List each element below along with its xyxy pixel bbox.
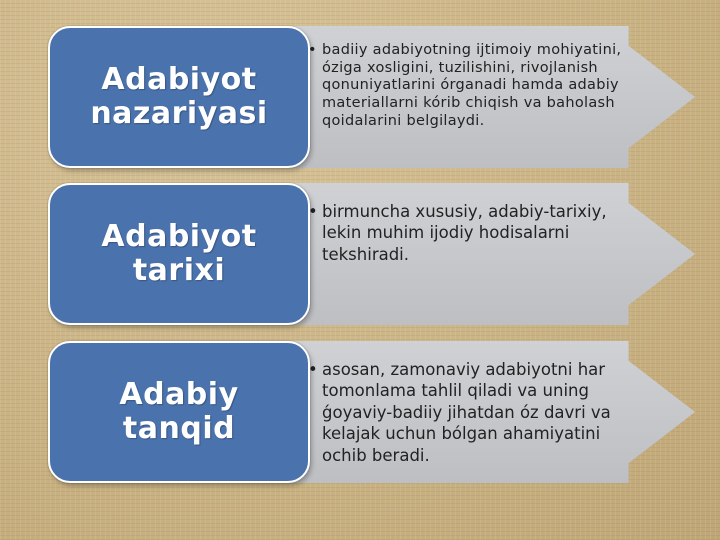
bullet-mark: • xyxy=(308,360,318,379)
row-adabiyot-tarixi: • birmuncha xususiy, adabiy-tarixiy, lek… xyxy=(0,183,720,325)
bullet-mark: • xyxy=(308,42,317,58)
bullet-mark: • xyxy=(308,202,318,221)
title-text: Adabiy tanqid xyxy=(119,377,239,446)
description-item: • birmuncha xususiy, adabiy-tarixiy, lek… xyxy=(308,201,648,265)
title-box: Adabiyot nazariyasi xyxy=(48,26,310,168)
title-box: Adabiy tanqid xyxy=(48,341,310,483)
description-item: • badiiy adabiyotning ijtimoiy mohiyatin… xyxy=(308,42,648,130)
arrow-shape xyxy=(280,341,695,483)
arrow-shape xyxy=(280,183,695,325)
arrow-shape xyxy=(280,26,695,168)
description-text: asosan, zamonaviy adabiyotni har tomonla… xyxy=(322,360,611,465)
description-text: birmuncha xususiy, adabiy-tarixiy, lekin… xyxy=(322,202,607,264)
description-item: • asosan, zamonaviy adabiyotni har tomon… xyxy=(308,359,648,466)
row-adabiy-tanqid: • asosan, zamonaviy adabiyotni har tomon… xyxy=(0,341,720,483)
title-text: Adabiyot tarixi xyxy=(101,219,257,288)
title-box: Adabiyot tarixi xyxy=(48,183,310,325)
description-text: badiiy adabiyotning ijtimoiy mohiyatini,… xyxy=(322,42,622,129)
row-adabiyot-nazariyasi: • badiiy adabiyotning ijtimoiy mohiyatin… xyxy=(0,26,720,168)
title-text: Adabiyot nazariyasi xyxy=(90,62,268,131)
